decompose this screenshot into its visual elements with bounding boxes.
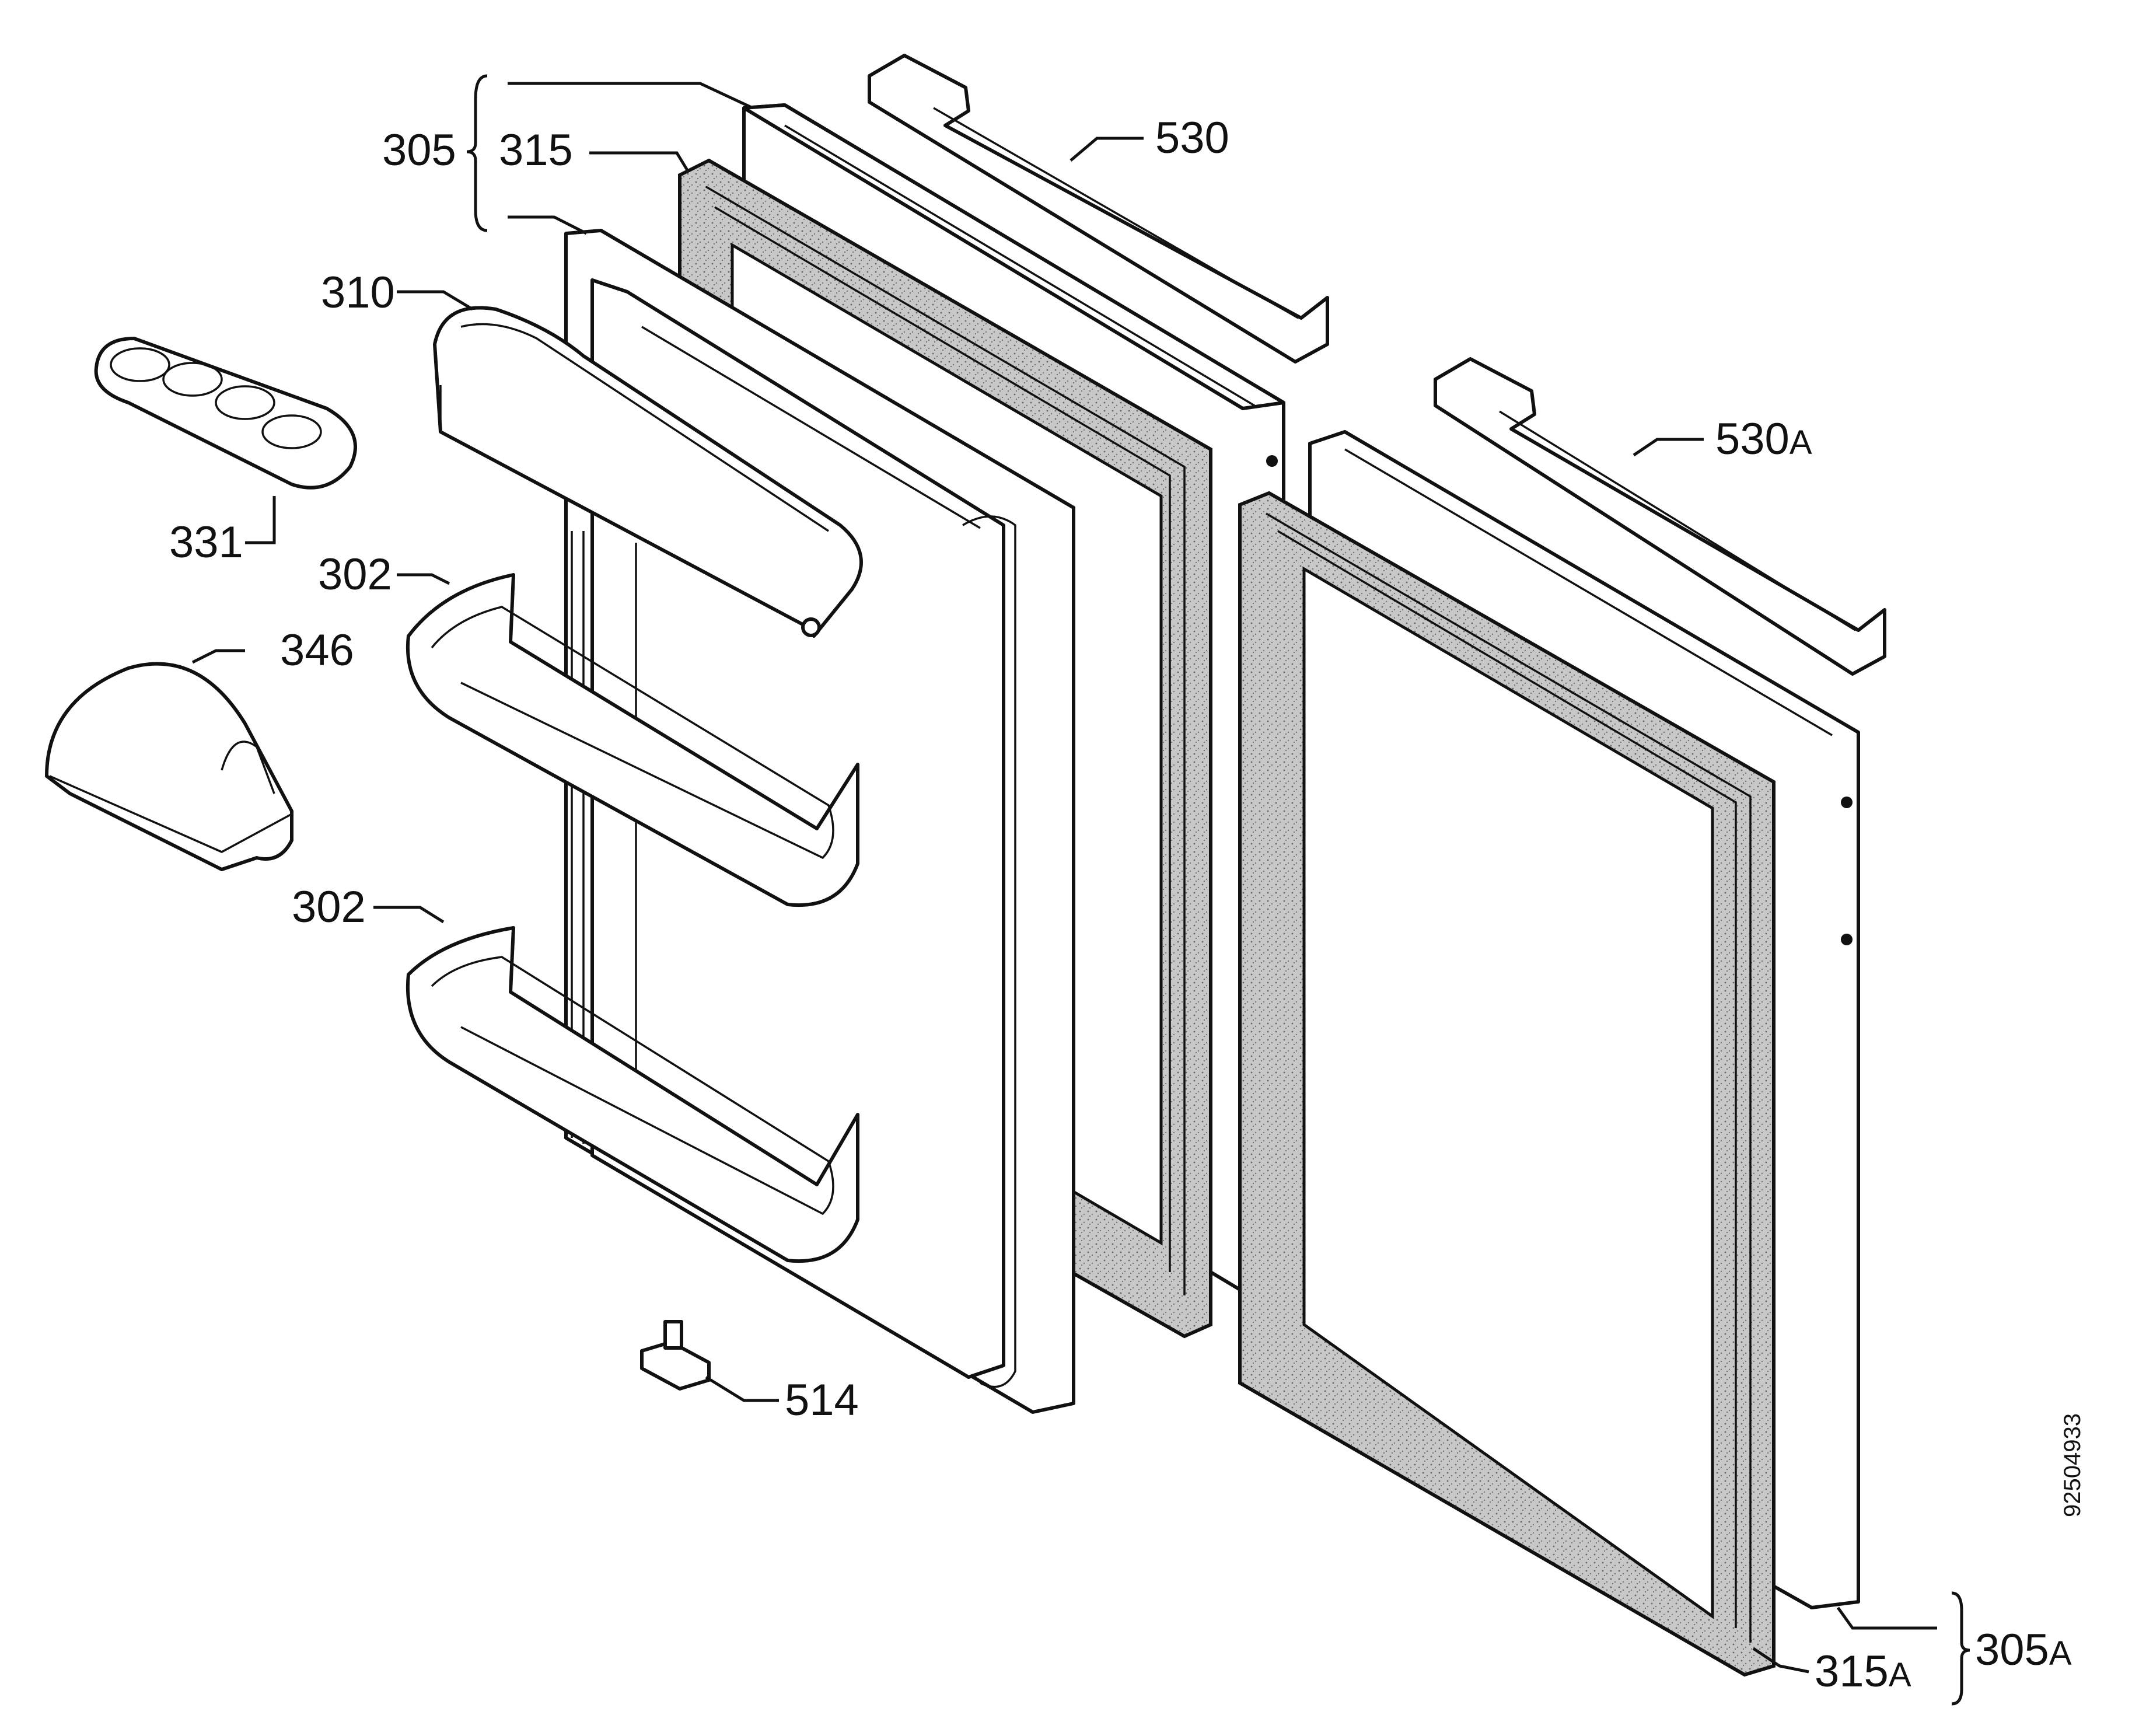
bracket-305 <box>466 74 488 232</box>
label-530A: 530A <box>1715 414 1812 464</box>
label-514: 514 <box>785 1375 859 1425</box>
top-cover-530 <box>868 54 1329 364</box>
door-gasket-315A <box>1238 491 1775 1677</box>
bracket-305A <box>1951 1591 1970 1706</box>
label-331: 331 <box>169 518 243 567</box>
label-302-upper: 302 <box>318 550 392 599</box>
label-305: 305 <box>382 125 456 175</box>
top-cover-530A <box>1434 357 1886 676</box>
leader-lines <box>191 82 1937 1674</box>
label-530: 530 <box>1155 113 1229 163</box>
drawing-number: 92504933 <box>2060 1413 2085 1517</box>
door-shelf-302-lower <box>406 926 859 1263</box>
door-shelf-302-upper <box>406 573 859 907</box>
label-305A: 305A <box>1975 1625 2072 1675</box>
label-302-lower: 302 <box>292 882 366 932</box>
label-346: 346 <box>280 626 354 675</box>
label-315: 315 <box>499 125 573 175</box>
label-310: 310 <box>321 268 395 317</box>
butter-box-346 <box>45 662 293 871</box>
label-315A: 315A <box>1815 1647 1911 1696</box>
butter-compartment-lid-310 <box>433 306 863 638</box>
egg-tray-331 <box>94 337 357 490</box>
hinge-pin-514 <box>640 1320 711 1391</box>
